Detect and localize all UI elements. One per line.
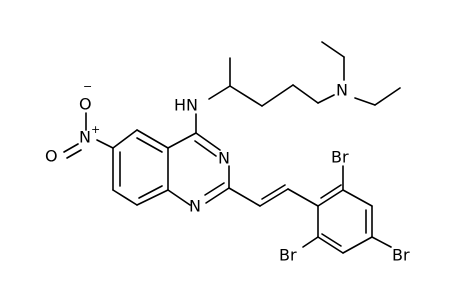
bond-ethyl-lower-ch3 — [374, 87, 401, 106]
bond-c4a-c4 — [167, 132, 197, 149]
bond-vinyl — [259, 188, 289, 207]
atom-label-amine-n: N — [336, 81, 348, 100]
bond-chain-3 — [229, 85, 263, 107]
bond-vinyl-aryl — [287, 188, 319, 207]
atom-label-br-right: Br — [392, 246, 410, 265]
bond-c4a-c5 — [136, 129, 169, 149]
bond-ar-c4-c5 — [342, 236, 373, 254]
atom-label-br-top: Br — [331, 148, 349, 167]
bond-c2-vinyl — [228, 187, 261, 207]
bond-ethyl-lower-ch2 — [354, 97, 376, 106]
atom-label-nh: HN — [174, 96, 198, 115]
bond-ch-nh — [208, 85, 231, 100]
bond-ar-c5-c6 — [317, 236, 344, 254]
bond-c5-c6 — [112, 129, 138, 149]
bond-ar-c1-c2 — [317, 189, 344, 207]
bond-c8-c8a — [136, 189, 169, 206]
bond-nitro-o-bottom — [63, 143, 79, 153]
atom-charge-nitro-plus: + — [91, 123, 100, 136]
bond-c2-n1 — [205, 187, 230, 204]
bond-nitro-o-bottom-double — [66, 149, 82, 159]
bond-c6-nitro — [96, 139, 114, 149]
bond-c4-n3 — [195, 132, 221, 151]
bond-n-chain — [317, 94, 335, 104]
bond-c8-c8a-double — [138, 185, 163, 199]
bond-ar-c1-c2-double — [320, 184, 342, 199]
bond-c4a-c5-double — [136, 137, 163, 153]
bond-vinyl-double — [261, 184, 286, 200]
bond-c2-n1-double — [204, 182, 225, 196]
atom-label-ring-n3: N — [218, 149, 230, 168]
bond-c4-n3-double — [194, 140, 217, 157]
bond-ar-c5-c6-double — [321, 233, 342, 247]
atom-label-nitro-o-bottom: O — [45, 147, 58, 166]
atom-charge-nitro-minus: − — [83, 80, 92, 93]
bond-c-br-left — [302, 236, 319, 248]
bond-lines — [63, 41, 401, 254]
bond-ar-c2-c3 — [342, 189, 373, 207]
atom-label-nitro-n: N — [79, 128, 91, 147]
bond-c-br-right — [371, 236, 392, 248]
atom-label-ring-n1: N — [189, 197, 201, 216]
bond-ethyl-upper-ch3 — [321, 41, 345, 58]
bond-n1-c8a — [167, 189, 191, 206]
atom-labels: HN N N N N + O − O Br Br Br — [45, 80, 410, 265]
bond-chain-2 — [261, 84, 294, 107]
atom-label-br-left: Br — [279, 246, 297, 265]
bond-c7-c8 — [112, 189, 138, 206]
atom-label-nitro-o-top: O — [79, 95, 92, 114]
bond-chain-1 — [292, 84, 319, 104]
